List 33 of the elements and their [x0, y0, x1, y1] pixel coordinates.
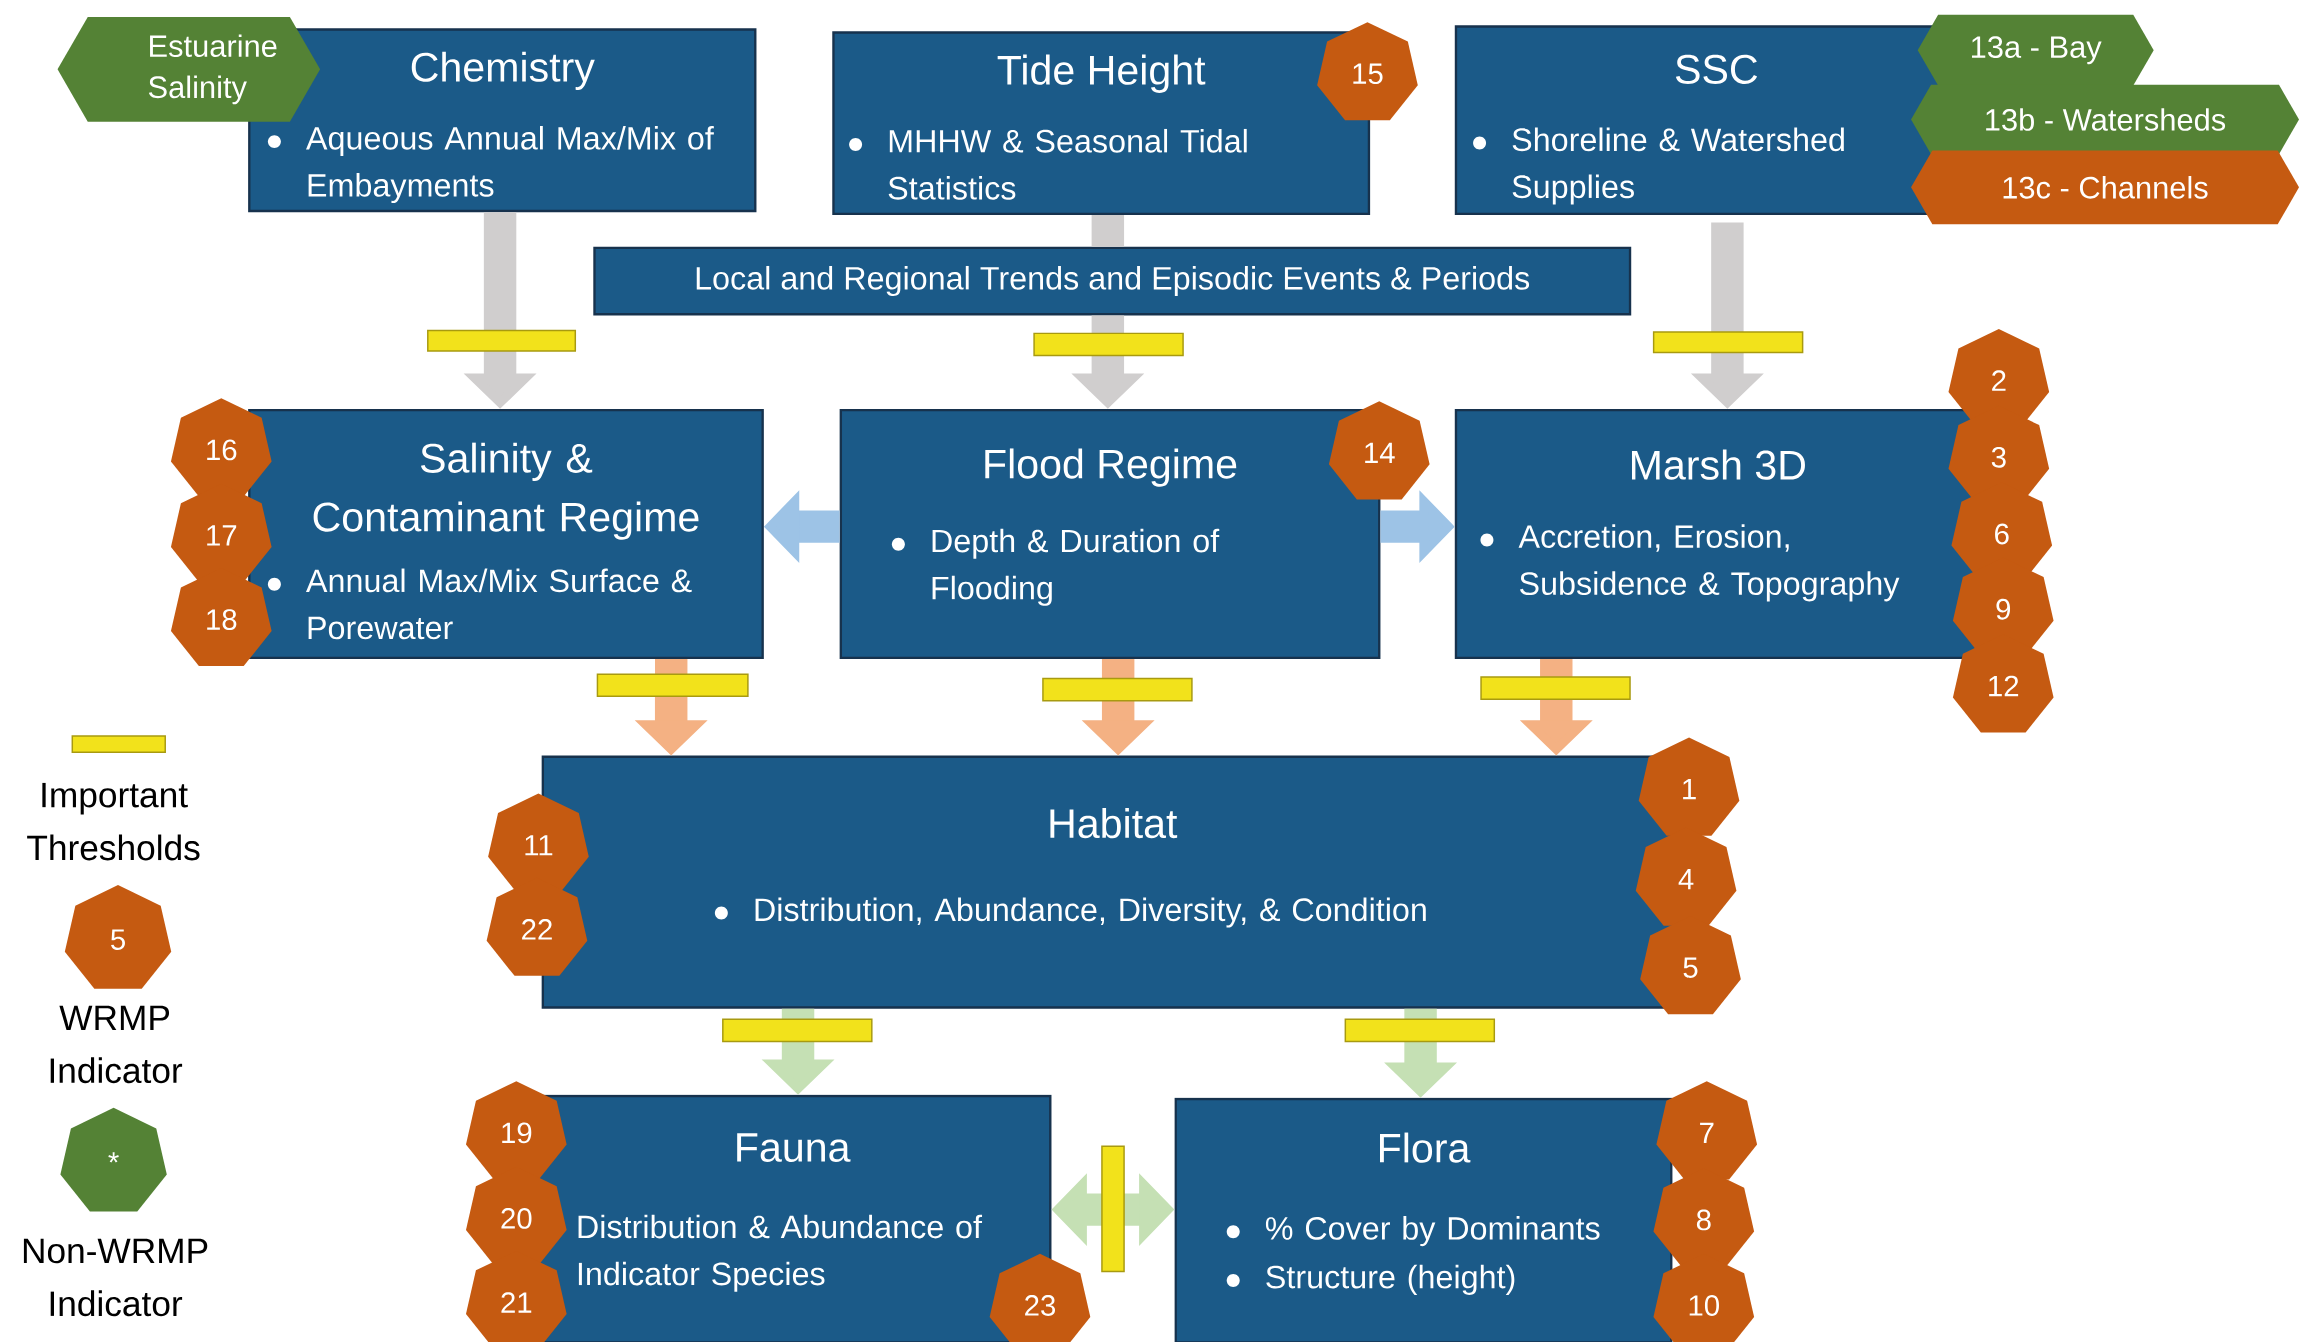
indicator-badge: 1: [1638, 737, 1740, 836]
indicator-badge: 5: [1640, 915, 1741, 1015]
node-label: 12: [1989, 675, 2019, 697]
process-box: Salinity & Contaminant Regime Annual Max/Mix Surface & Porewater: [248, 408, 764, 659]
node-label: 2: [1992, 370, 2006, 391]
indicator-tag: 13c - Channels: [1911, 150, 2299, 225]
process-box: Marsh 3D Accretion, Erosion, Subsidence & Topography: [1454, 408, 1981, 659]
indicator-badge: 17: [170, 483, 272, 582]
indicator-badge: 23: [989, 1253, 1091, 1342]
indicator-badge: 12: [1952, 634, 2054, 733]
node-label: 6: [1995, 523, 2009, 545]
indicator-badge: 8: [1653, 1168, 1755, 1267]
indicator-badge: 20: [465, 1166, 567, 1265]
node-label: 9: [1996, 598, 2011, 620]
node-label: 3: [1991, 446, 2006, 468]
indicator-tag: 13b - Watersheds: [1911, 84, 2299, 154]
indicator-badge: 18: [170, 567, 272, 666]
indicator-tag: Estuarine Salinity: [57, 16, 321, 122]
trends-band: Local and Regional Trends and Episodic Events & Periods: [593, 246, 1632, 316]
indicator-badge: 4: [1635, 827, 1737, 926]
indicator-badge: 19: [465, 1081, 567, 1180]
process-box: Flora % Cover by Dominants Structure (height): [1174, 1097, 1673, 1342]
indicator-badge: 14: [1328, 401, 1430, 500]
indicator-badge: 7: [1656, 1081, 1758, 1180]
legend-text: Important Thresholds: [27, 782, 200, 861]
legend-text: Non-WRMP Indicator: [23, 1238, 208, 1317]
indicator-tag: 13a - Bay: [1917, 14, 2154, 86]
indicator-badge: 22: [486, 877, 588, 976]
indicator-badge: 15: [1317, 21, 1418, 121]
indicator-badge: 16: [170, 398, 272, 497]
node-label: 13b - Watersheds: [1986, 107, 2226, 131]
legend-text: WRMP Indicator: [50, 1005, 183, 1083]
indicator-badge: 11: [488, 793, 589, 892]
